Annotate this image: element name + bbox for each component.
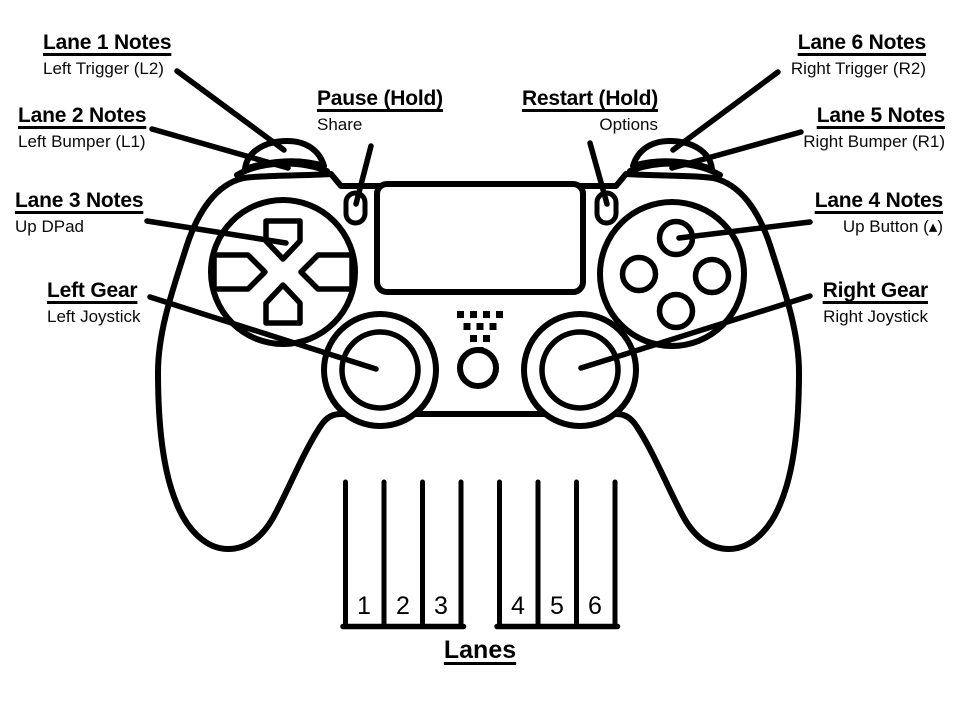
share-button-icon <box>343 190 368 226</box>
lane-diagram <box>340 479 621 630</box>
lane5-heading: Lane 5 Notes <box>816 104 946 127</box>
label-lane2: Lane 2 Notes Left Bumper (L1) <box>18 104 147 152</box>
annotation-line-pause <box>353 143 374 207</box>
label-lane3: Lane 3 Notes Up DPad <box>15 189 144 237</box>
dpad-right-button-icon <box>298 252 355 292</box>
annotation-line-left-gear <box>147 294 379 372</box>
dpad-left-button-icon <box>211 252 268 292</box>
annotation-line-lane5 <box>669 129 804 171</box>
annotation-line-lane3 <box>144 218 289 246</box>
lane-number-4: 4 <box>511 592 525 620</box>
label-lane5: Lane 5 Notes Right Bumper (R1) <box>803 104 945 152</box>
restart-sublabel: Options <box>599 115 658 134</box>
annotation-line-lane4 <box>676 219 813 241</box>
circle-button-icon <box>692 256 732 296</box>
ps-button-icon <box>457 347 499 389</box>
lane2-sublabel: Left Bumper (L1) <box>18 132 146 151</box>
label-right-gear: Right Gear Right Joystick <box>822 279 929 327</box>
right-gear-sublabel: Right Joystick <box>823 307 928 326</box>
lane-number-2: 2 <box>396 592 410 620</box>
annotation-line-lane6 <box>670 69 781 153</box>
lane3-heading: Lane 3 Notes <box>15 189 144 212</box>
square-button-icon <box>619 254 659 294</box>
cross-button-icon <box>656 291 696 331</box>
lane-number-5: 5 <box>550 592 564 620</box>
annotation-line-lane2 <box>149 126 291 171</box>
lane1-sublabel: Left Trigger (L2) <box>43 59 164 78</box>
left-gear-sublabel: Left Joystick <box>47 307 141 326</box>
lane-number-6: 6 <box>588 592 602 620</box>
label-left-gear: Left Gear Left Joystick <box>47 279 141 327</box>
pause-sublabel: Share <box>317 115 363 134</box>
lane1-heading: Lane 1 Notes <box>43 31 172 54</box>
lane6-heading: Lane 6 Notes <box>797 31 927 54</box>
lane6-sublabel: Right Trigger (R2) <box>790 59 926 78</box>
lane-number-3: 3 <box>434 592 448 620</box>
restart-heading: Restart (Hold) <box>521 87 658 110</box>
touchpad <box>374 181 586 295</box>
label-lane4: Lane 4 Notes Up Button (▴) <box>814 189 944 237</box>
lane3-sublabel: Up DPad <box>15 217 84 236</box>
dpad-down-button-icon <box>263 282 303 326</box>
right-gear-heading: Right Gear <box>822 279 929 302</box>
left-gear-heading: Left Gear <box>47 279 138 302</box>
lane-number-1: 1 <box>357 592 371 620</box>
face-buttons-ring <box>597 199 747 349</box>
pause-heading: Pause (Hold) <box>317 87 443 110</box>
annotation-line-restart <box>587 140 610 207</box>
label-restart: Restart (Hold) Options <box>522 87 658 135</box>
label-lane6: Lane 6 Notes Right Trigger (R2) <box>791 31 926 79</box>
lane5-sublabel: Right Bumper (R1) <box>803 132 945 151</box>
annotation-line-lane1 <box>174 68 287 153</box>
r1-bumper-icon <box>627 160 723 178</box>
lane4-sublabel: Up Button (▴) <box>842 217 943 236</box>
lane4-heading: Lane 4 Notes <box>814 189 944 212</box>
annotation-lines <box>144 68 813 372</box>
label-pause: Pause (Hold) Share <box>317 87 443 135</box>
left-stick-icon <box>321 311 439 429</box>
annotation-line-right-gear <box>578 293 813 371</box>
lane2-heading: Lane 2 Notes <box>18 104 147 127</box>
lanes-caption: Lanes <box>443 636 517 664</box>
label-lane1: Lane 1 Notes Left Trigger (L2) <box>43 31 172 79</box>
